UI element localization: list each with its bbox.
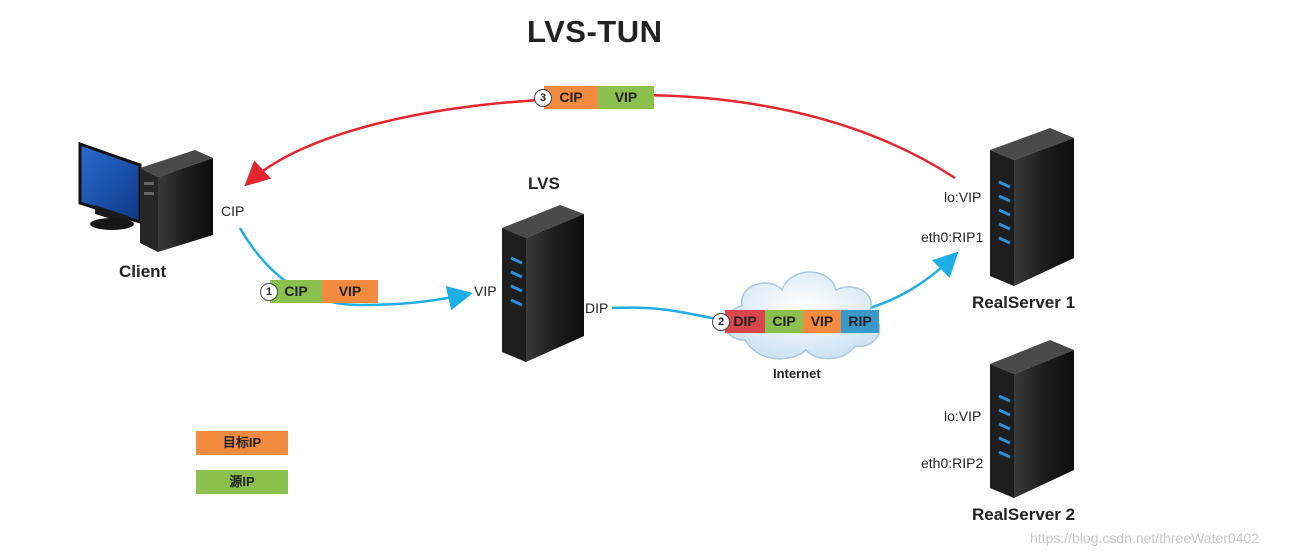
packet-step1: CIP VIP [270,280,378,303]
realserver1-icon [990,128,1074,286]
packet-step2-cip-field: CIP [765,310,803,333]
packet-step2-dip-field: DIP [725,310,765,333]
packet-step2: DIP CIP VIP RIP [725,310,879,333]
packet-step2-rip-field: RIP [841,310,879,333]
internet-label: Internet [773,366,821,381]
realserver1-label: RealServer 1 [972,293,1076,312]
lvs-server-icon [502,205,584,362]
lvs-vip-label: VIP [474,283,497,299]
lvs-dip-label: DIP [585,300,609,316]
packet-step2-vip-field: VIP [803,310,841,333]
step2-number-badge: 2 [712,313,730,331]
client-ip-label: CIP [221,203,245,219]
packet-step1-src-field: CIP [270,280,322,303]
packet-step3-src-field: CIP [544,86,598,109]
step3-number-badge: 3 [534,89,552,107]
legend-src-ip: 源IP [196,470,288,494]
client-computer-icon [78,141,213,252]
realserver1-lo-label: lo:VIP [944,189,982,205]
lvs-label: LVS [528,174,560,193]
realserver2-lo-label: lo:VIP [944,408,982,424]
realserver2-eth-label: eth0:RIP2 [921,455,984,471]
realserver2-icon [990,340,1074,498]
realserver2-label: RealServer 2 [972,505,1076,524]
legend-dest-ip: 目标IP [196,431,288,455]
packet-step3-dest-field: VIP [598,86,654,109]
step1-number-badge: 1 [260,283,278,301]
client-label: Client [119,262,167,281]
packet-step3: CIP VIP [544,86,654,109]
watermark-url: https://blog.csdn.net/threeWater0402 [1030,530,1260,546]
packet-step1-dest-field: VIP [322,280,378,303]
realserver1-eth-label: eth0:RIP1 [921,229,984,245]
request-arrow-client-lvs [238,227,473,311]
diagram-title: LVS-TUN [527,14,663,49]
